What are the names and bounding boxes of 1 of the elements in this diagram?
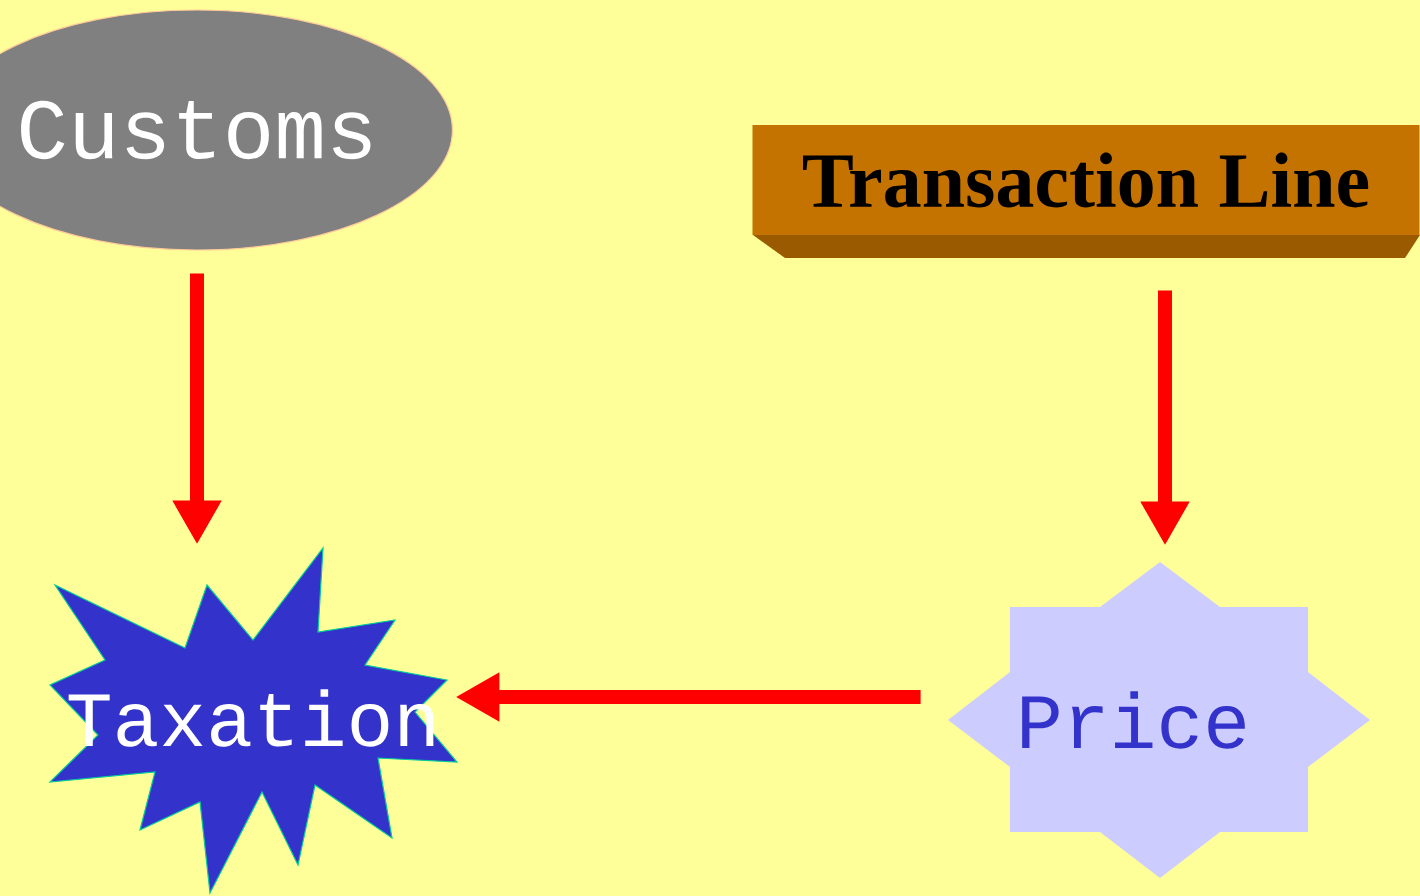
- beveled-box: Transaction Line: [752, 125, 1420, 258]
